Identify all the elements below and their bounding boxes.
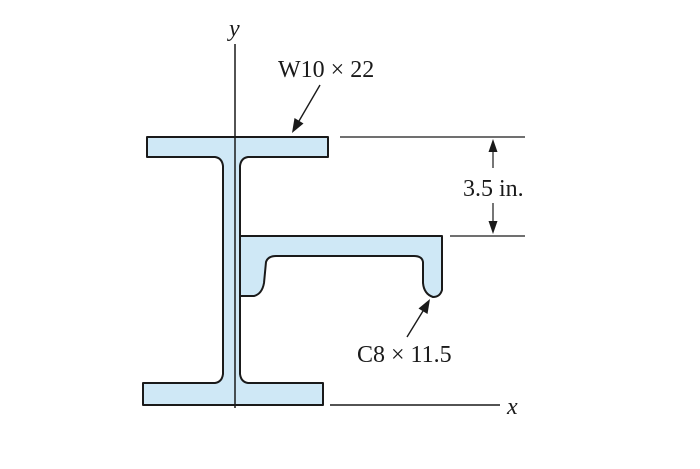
w-section-label: W10 × 22	[278, 57, 374, 83]
dimension-label: 3.5 in.	[463, 176, 524, 202]
c-section-shape	[239, 235, 443, 298]
x-axis-label: x	[506, 394, 518, 420]
c-section-label: C8 × 11.5	[357, 342, 452, 368]
c-leader-arrow	[406, 299, 430, 338]
w-leader-arrow	[292, 84, 321, 133]
y-axis-label: y	[227, 16, 240, 42]
dimension-arrows	[488, 139, 498, 234]
